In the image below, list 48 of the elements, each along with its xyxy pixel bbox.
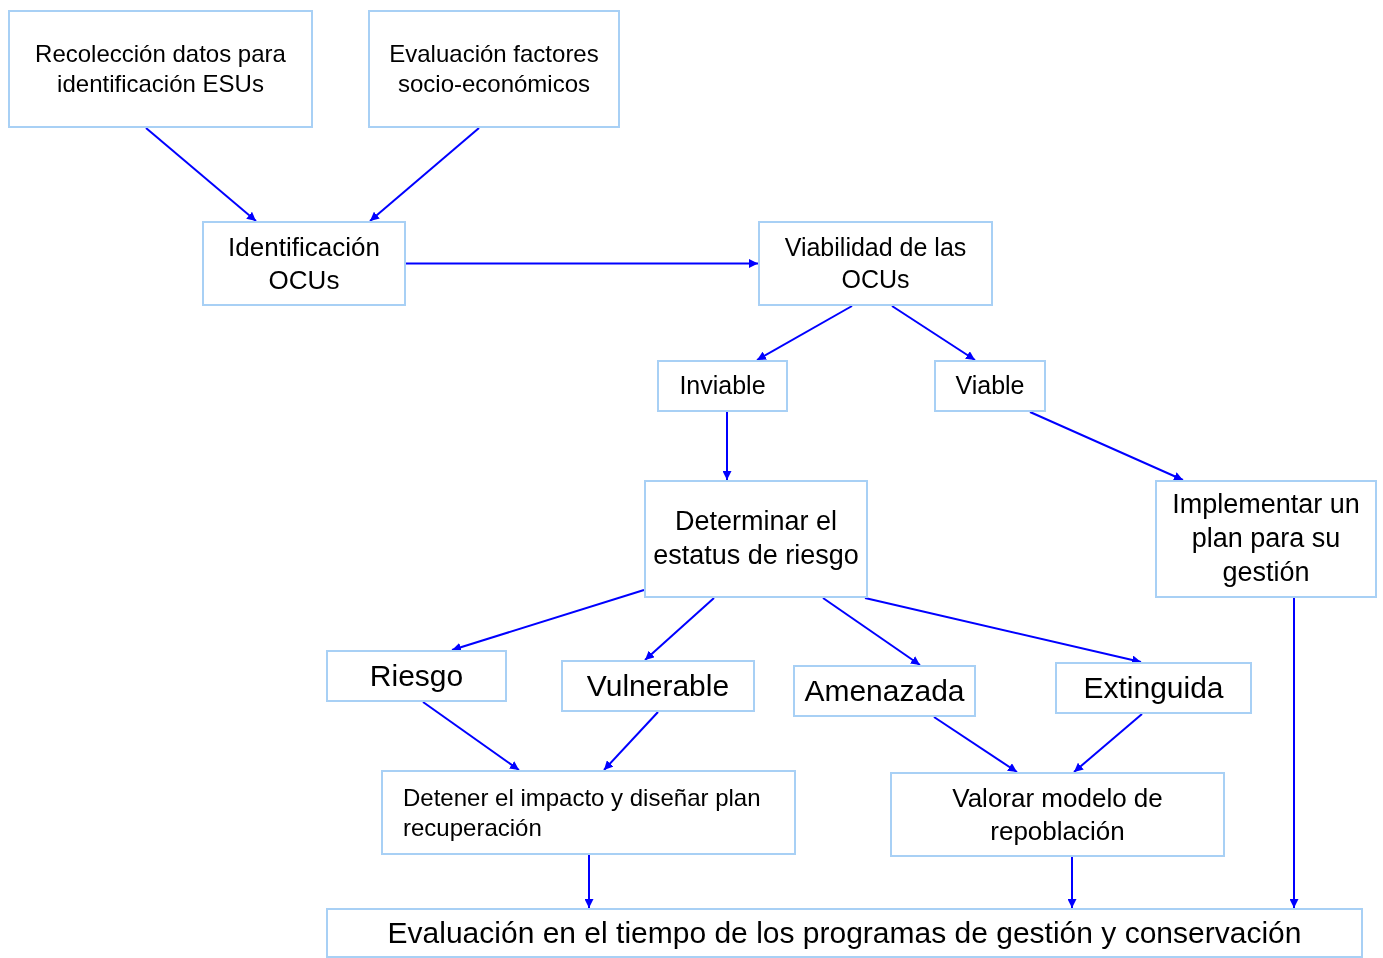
arrow — [145, 127, 257, 222]
arrow — [603, 711, 659, 771]
arrow — [369, 127, 480, 222]
process-box — [8, 10, 313, 128]
arrow — [584, 854, 594, 909]
box-text: Determinar el estatus de riesgo — [652, 505, 860, 572]
process-box — [326, 908, 1363, 958]
box-text: Identificación OCUs — [227, 231, 381, 296]
process-box — [1055, 662, 1252, 714]
arrow — [644, 597, 715, 661]
box-text: Vulnerable — [586, 668, 730, 705]
process-box — [793, 665, 976, 717]
box-text: Evaluación factores socio-económicos — [388, 39, 600, 99]
box-text: Riesgo — [369, 658, 464, 695]
process-box — [561, 660, 755, 712]
process-box — [890, 772, 1225, 857]
arrow — [1073, 713, 1143, 773]
process-box — [326, 650, 507, 702]
process-box — [758, 221, 993, 306]
process-box — [202, 221, 406, 306]
arrow — [756, 305, 853, 361]
box-text: Viabilidad de las OCUs — [783, 232, 968, 295]
box-text: Evaluación en el tiempo de los programas de gestión y conservación — [387, 915, 1302, 952]
process-box — [1155, 480, 1377, 598]
box-text: Recolección datos para identificación ESUs — [34, 39, 287, 99]
box-text: Detener el impacto y diseñar plan recuperación — [403, 782, 762, 843]
box-text: Extinguida — [1083, 670, 1224, 707]
arrow — [1029, 411, 1184, 481]
process-box — [657, 360, 788, 412]
arrow — [933, 716, 1018, 773]
box-text: Amenazada — [804, 673, 965, 710]
box-text: Viable — [955, 370, 1025, 402]
process-box — [381, 770, 796, 855]
box-text: Inviable — [679, 370, 766, 402]
arrow — [891, 305, 976, 361]
arrow — [722, 411, 732, 481]
arrow — [1067, 856, 1077, 909]
box-text: Implementar un plan para su gestión — [1171, 488, 1361, 589]
box-text: Valorar modelo de repoblación — [951, 782, 1164, 847]
arrow — [864, 597, 1142, 665]
process-box — [934, 360, 1046, 412]
process-box — [644, 480, 868, 598]
arrow — [405, 259, 759, 268]
arrow — [822, 597, 921, 666]
arrow — [1289, 597, 1299, 909]
process-box — [368, 10, 620, 128]
arrow — [422, 701, 520, 771]
arrow — [451, 589, 645, 652]
